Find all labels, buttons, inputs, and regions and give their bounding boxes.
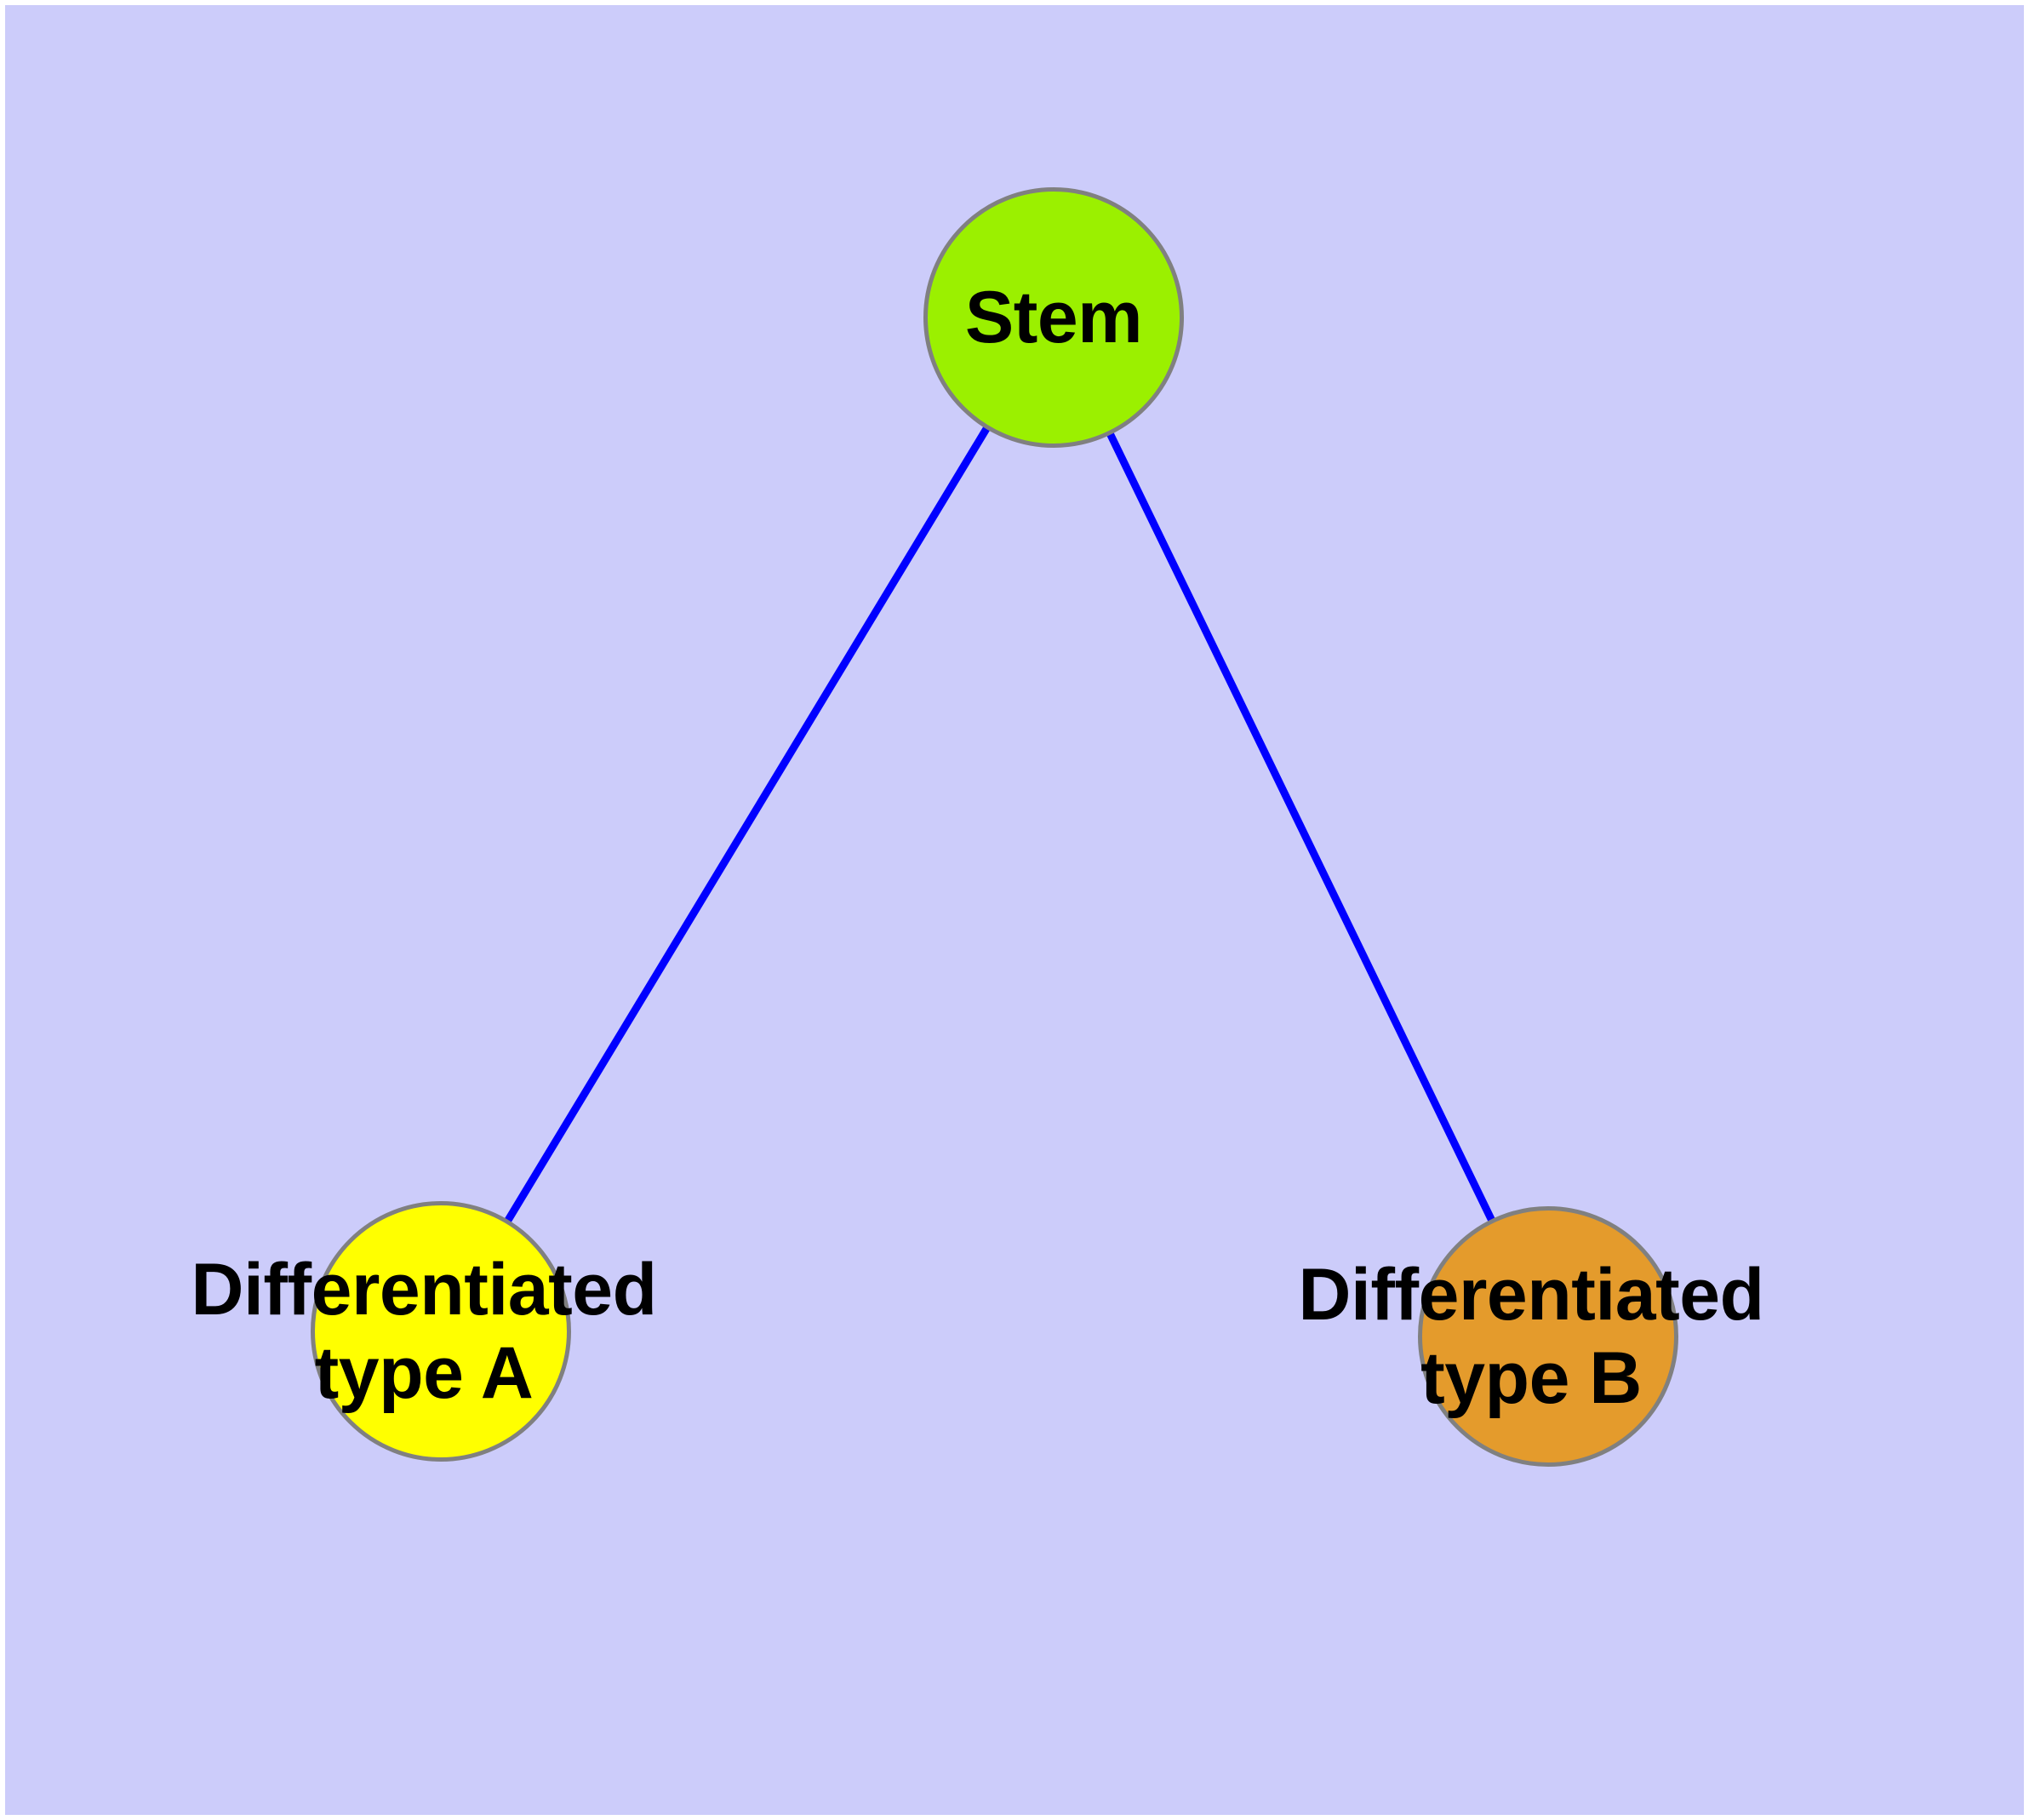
node-circle-diff_a[interactable] [311, 1201, 571, 1462]
node-circle-diff_b[interactable] [1418, 1206, 1678, 1467]
node-circle-stem[interactable] [923, 187, 1184, 448]
